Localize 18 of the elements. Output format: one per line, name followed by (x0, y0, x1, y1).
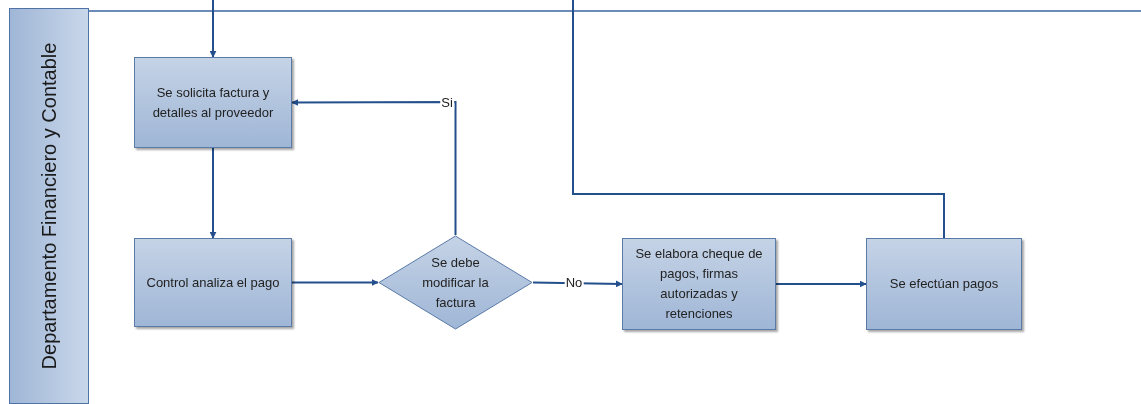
arrow (209, 0, 217, 58)
node-label: Departamento Financiero y Contable (38, 42, 60, 370)
swimlane-header (9, 8, 89, 404)
arrow (209, 147, 217, 239)
node-label: Se elabora cheque de pagos, firmas autorizadas y retenciones (634, 245, 764, 323)
node-label: Se solicita factura y detalles al proveedor (151, 83, 275, 122)
node-label: Control analiza el pago (146, 273, 280, 292)
arrow (775, 280, 867, 288)
process-box (622, 238, 776, 330)
node-label: Se efectúan pagos (889, 275, 999, 293)
process-box (134, 238, 292, 327)
arrow (291, 279, 379, 286)
decision-diamond (378, 235, 533, 330)
arrow (532, 280, 623, 288)
process-box (134, 57, 292, 148)
node-label: Se debe modificar la factura (422, 254, 489, 310)
process-box (866, 238, 1022, 330)
arrow (291, 99, 457, 236)
